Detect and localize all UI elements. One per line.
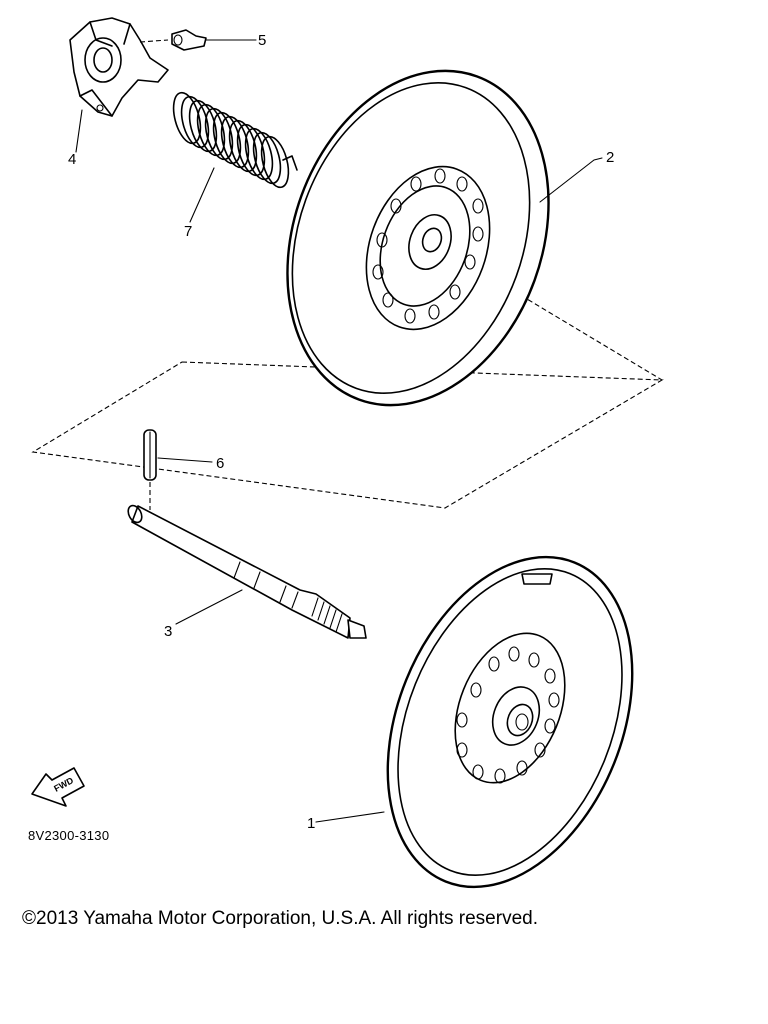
shaft-splines [311,597,343,633]
leader-7 [189,167,215,223]
callout-1: 1 [307,815,315,832]
diagram-code: 8V2300-3130 [28,828,110,843]
leader-2 [539,157,603,203]
callout-7: 7 [184,223,192,240]
bolt-holes-lower [456,646,560,784]
sheave-2 [286,69,550,407]
alignment-plane [31,361,664,509]
callout-4: 4 [68,151,76,168]
callout-5: 5 [258,32,266,49]
copyright-notice: ©2013 Yamaha Motor Corporation, U.S.A. A… [22,908,538,929]
bolt-holes-upper [372,168,484,324]
leader-1 [315,811,385,823]
fwd-arrow-icon: FWD [31,767,85,807]
callout-6: 6 [216,455,224,472]
shaft [127,504,367,639]
leader-3 [175,589,243,625]
callout-3: 3 [164,623,172,640]
leader-6 [157,457,213,463]
callout-2: 2 [606,149,614,166]
pin [143,429,157,510]
cam-slider [139,29,207,51]
spring [172,91,298,189]
sheave-1 [386,555,634,889]
cam-bracket [69,17,169,117]
leader-4 [75,109,83,153]
